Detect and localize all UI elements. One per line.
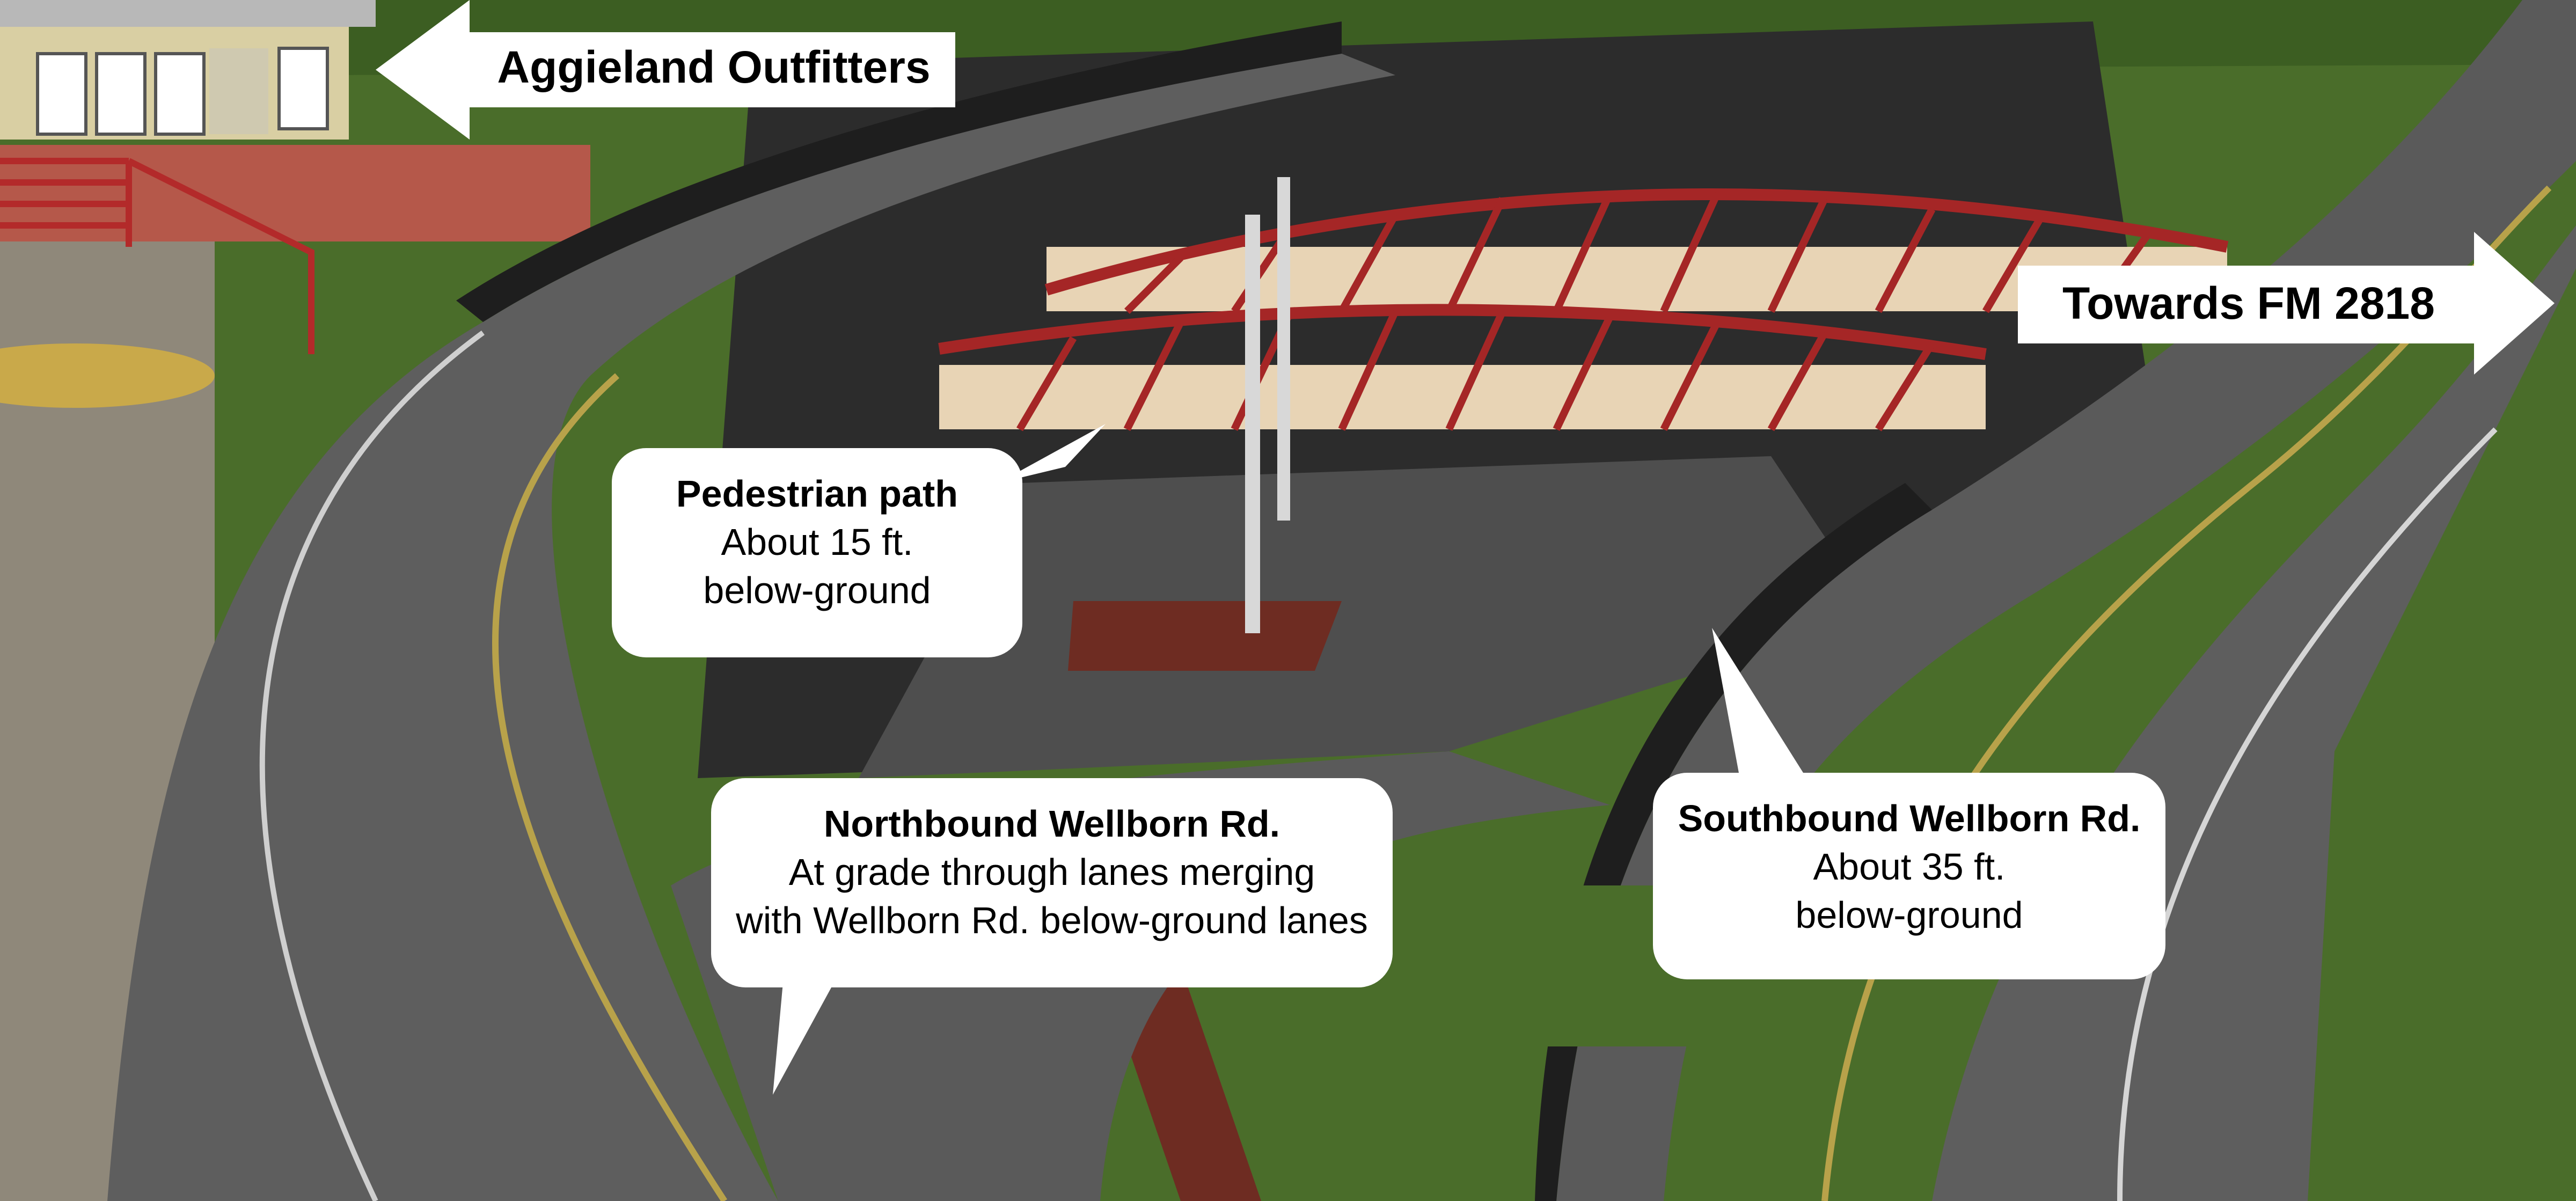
callout-northbound-line-1: At grade through lanes merging: [788, 851, 1315, 893]
callout-southbound-line-1: About 35 ft.: [1813, 846, 2006, 888]
stair-railing: [0, 158, 314, 354]
building-mural: [209, 48, 268, 134]
left-arrow-shape: [376, 0, 955, 140]
grass-right: [2308, 268, 2576, 1201]
callout-pointer-northbound: [773, 977, 837, 1095]
left-ramp-wall: [456, 21, 1342, 322]
lower-road-surface: [859, 456, 1878, 778]
left-ramp-road: [107, 54, 1395, 1201]
callout-pointer-southbound: [1712, 628, 1803, 773]
aggieland-outfitters-label: Aggieland Outfitters: [497, 42, 931, 92]
left-ramp-yellow-line: [492, 373, 728, 1201]
towards-fm-2818-label: Towards FM 2818: [2062, 278, 2435, 328]
fountain: [0, 343, 215, 408]
truss-upper-arch: [1044, 188, 2229, 296]
left-ramp-edge-line: [259, 330, 485, 1201]
callout-southbound-title: Southbound Wellborn Rd.: [1678, 797, 2141, 839]
callout-northbound-wellborn: Northbound Wellborn Rd. At grade through…: [711, 778, 1393, 987]
brick-strip-lower: [1068, 601, 1342, 671]
callout-pointer-pedestrian: [998, 424, 1106, 483]
truss-lower-arch: [938, 304, 1987, 360]
right-arrow-shape: [2018, 232, 2555, 375]
callout-pedestrian-line-2: below-ground: [703, 569, 931, 611]
callout-northbound-line-2: with Wellborn Rd. below-ground lanes: [736, 899, 1368, 941]
callout-pedestrian-path: Pedestrian path About 15 ft. below-groun…: [612, 448, 1022, 657]
truss-members: [1016, 192, 2150, 431]
light-pole-1: [1245, 215, 1260, 633]
callout-southbound-wellborn: Southbound Wellborn Rd. About 35 ft. bel…: [1653, 773, 2165, 979]
light-pole-2: [1277, 177, 1290, 521]
building-roof: [0, 0, 376, 27]
callout-southbound-line-2: below-ground: [1795, 894, 2023, 936]
southbound-wall: [1535, 483, 1932, 1201]
southbound-edge-line: [2117, 427, 2498, 1201]
callout-pedestrian-line-1: About 15 ft.: [721, 521, 913, 563]
callout-pedestrian-title: Pedestrian path: [676, 473, 958, 515]
callout-northbound-title: Northbound Wellborn Rd.: [823, 803, 1280, 845]
building-windows: [36, 47, 329, 136]
